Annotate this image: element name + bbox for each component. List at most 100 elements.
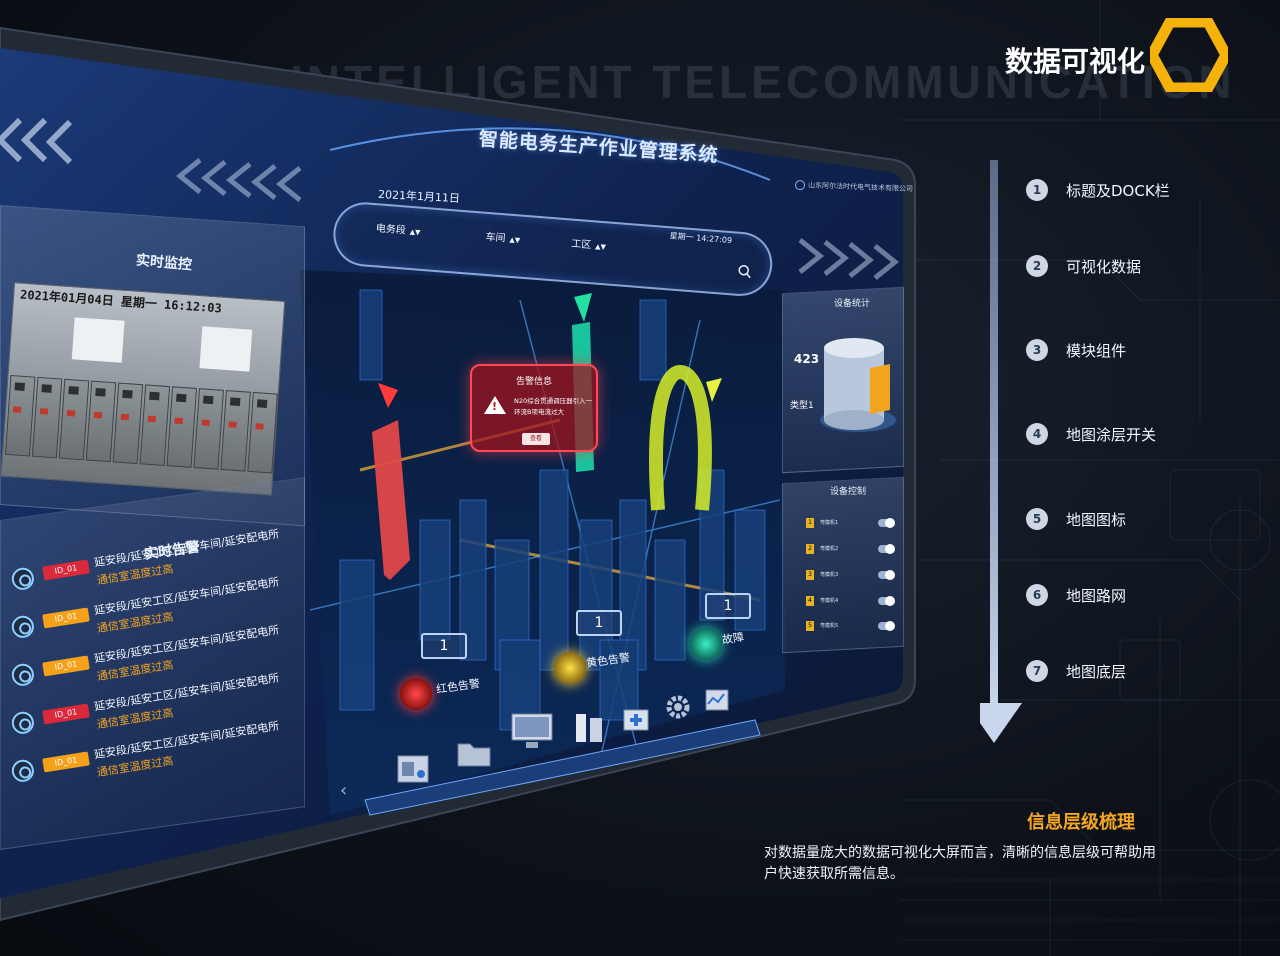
cabinet — [247, 391, 278, 474]
settings-panel-icon[interactable] — [396, 752, 430, 786]
chart-window-icon[interactable] — [704, 688, 730, 712]
cabinet — [139, 384, 171, 466]
info-layer-item: 2 可视化数据 — [1026, 254, 1141, 278]
info-layer-item: 6 地图路网 — [1026, 583, 1126, 607]
alarm-location-icon — [10, 614, 36, 640]
cabinet — [193, 388, 224, 470]
red-alarm-count[interactable]: 1 — [421, 633, 467, 659]
chevron-left-icon[interactable]: ‹ — [340, 780, 348, 801]
folder-icon[interactable] — [456, 736, 492, 770]
device-control-row: 1 弯模机1 — [800, 518, 900, 532]
alert-popup: 告警信息 N20综合贯通调压器引入一环流B项电流过大 查看 — [470, 364, 598, 452]
device-control-row: 4 弯模机4 — [800, 596, 900, 610]
device-toggle[interactable] — [878, 518, 895, 528]
cabinet — [220, 390, 251, 472]
device-control-title: 设备控制 — [830, 487, 867, 497]
view-button[interactable]: 查看 — [522, 433, 550, 445]
layer-number-badge: 3 — [1026, 339, 1048, 361]
filter-depot-label: 电务段 — [375, 223, 407, 237]
sort-arrows-icon: ▲▼ — [594, 242, 607, 252]
info-heading: 信息层级梳理 — [1027, 812, 1135, 833]
filter-depot[interactable]: 电务段▲▼ — [375, 219, 421, 237]
filter-work-area[interactable]: 工区▲▼ — [571, 235, 607, 253]
switchgear-cabinets — [3, 374, 280, 474]
filter-bar: 电务段▲▼ 车间▲▼ 工区▲▼ 星期一 14:27:09 — [330, 200, 775, 299]
red-alarm-marker-icon[interactable] — [400, 678, 432, 710]
info-layer-item: 1 标题及DOCK栏 — [1026, 178, 1170, 202]
layer-label: 地图底层 — [1066, 662, 1127, 681]
search-icon[interactable] — [737, 264, 752, 279]
device-number-badge: 5 — [806, 621, 814, 631]
info-description: 对数据量庞大的数据可视化大屏而言，清晰的信息层级可帮助用户快速获取所需信息。 — [764, 845, 1156, 882]
device-label: 弯模机4 — [820, 598, 839, 604]
camera-feed[interactable]: 2021年01月04日 星期一 16:12:03 — [0, 282, 286, 496]
medical-kit-icon[interactable] — [622, 704, 650, 734]
alarm-location-icon — [10, 566, 36, 592]
device-control-row: 2 弯模机2 — [800, 544, 900, 558]
layer-number-badge: 2 — [1026, 255, 1048, 277]
device-stat-value: 423 — [794, 352, 820, 366]
yellow-alarm-marker-icon[interactable] — [554, 652, 586, 684]
screen-bezel — [0, 26, 916, 922]
layer-label: 地图路网 — [1066, 586, 1127, 605]
cabinet — [85, 380, 117, 463]
alarm-id-badge: ID_01 — [42, 751, 90, 773]
device-label: 弯模机2 — [820, 546, 839, 552]
alarm-id-badge: ID_01 — [42, 559, 90, 581]
device-toggle[interactable] — [878, 621, 895, 631]
cabinet — [4, 374, 36, 457]
brand-title: 数据可视化 — [1005, 45, 1146, 78]
cabinet — [58, 378, 90, 461]
layer-number-badge: 1 — [1026, 179, 1048, 201]
server-icon[interactable] — [574, 712, 604, 744]
warning-icon — [484, 396, 506, 414]
device-number-badge: 3 — [806, 570, 814, 580]
layer-number-badge: 6 — [1026, 584, 1048, 606]
yellow-alarm-count[interactable]: 1 — [576, 610, 622, 636]
monitor-icon[interactable] — [510, 712, 554, 752]
layer-label: 可视化数据 — [1066, 257, 1142, 276]
device-toggle[interactable] — [878, 596, 895, 606]
gear-icon[interactable] — [664, 693, 692, 721]
sort-arrows-icon: ▲▼ — [509, 235, 521, 245]
alarm-location-icon — [10, 710, 36, 736]
info-layer-item: 5 地图图标 — [1026, 507, 1126, 531]
filter-workshop[interactable]: 车间▲▼ — [485, 228, 521, 246]
fault-marker-icon[interactable] — [690, 628, 722, 660]
device-stats-title: 设备统计 — [834, 299, 871, 309]
fault-label: 故障 — [721, 630, 745, 647]
device-control-row: 5 弯模机5 — [800, 621, 900, 635]
device-number-badge: 4 — [806, 596, 814, 606]
sort-arrows-icon: ▲▼ — [409, 227, 421, 237]
alarm-id-badge: ID_01 — [42, 607, 90, 629]
alarm-location-icon — [10, 662, 36, 688]
device-label: 弯模机3 — [820, 572, 839, 578]
layer-label: 地图图标 — [1066, 510, 1127, 529]
device-stat-type: 类型1 — [790, 401, 814, 411]
cabinet — [166, 386, 198, 468]
layer-label: 地图涂层开关 — [1066, 425, 1157, 444]
layer-number-badge: 4 — [1026, 423, 1048, 445]
device-toggle[interactable] — [878, 544, 895, 554]
cabinet — [112, 382, 144, 465]
fault-count[interactable]: 1 — [705, 593, 751, 619]
company-logo-icon — [794, 179, 806, 191]
layer-label: 标题及DOCK栏 — [1066, 181, 1170, 200]
alarm-id-badge: ID_01 — [42, 655, 90, 677]
info-layer-item: 4 地图涂层开关 — [1026, 422, 1156, 446]
device-control-row: 3 弯模机3 — [800, 570, 900, 584]
dashboard-mockup: 智能电务生产作业管理系统 2021年1月11日 山东阿尔法时代电气技术有限公司 … — [0, 0, 940, 956]
filter-work-area-label: 工区 — [570, 238, 592, 252]
alert-popup-title: 告警信息 — [515, 377, 552, 387]
device-toggle[interactable] — [878, 570, 895, 580]
device-label: 弯模机5 — [820, 623, 839, 629]
device-label: 弯模机1 — [820, 520, 839, 526]
device-number-badge: 2 — [806, 544, 814, 554]
weekday-time: 星期一 14:27:09 — [669, 231, 733, 246]
alarm-id-badge: ID_01 — [42, 703, 90, 725]
hierarchy-arrow-icon — [980, 160, 1022, 743]
device-number-badge: 1 — [806, 518, 814, 528]
hexagon-logo-icon — [1150, 18, 1228, 92]
layer-number-badge: 5 — [1026, 508, 1048, 530]
